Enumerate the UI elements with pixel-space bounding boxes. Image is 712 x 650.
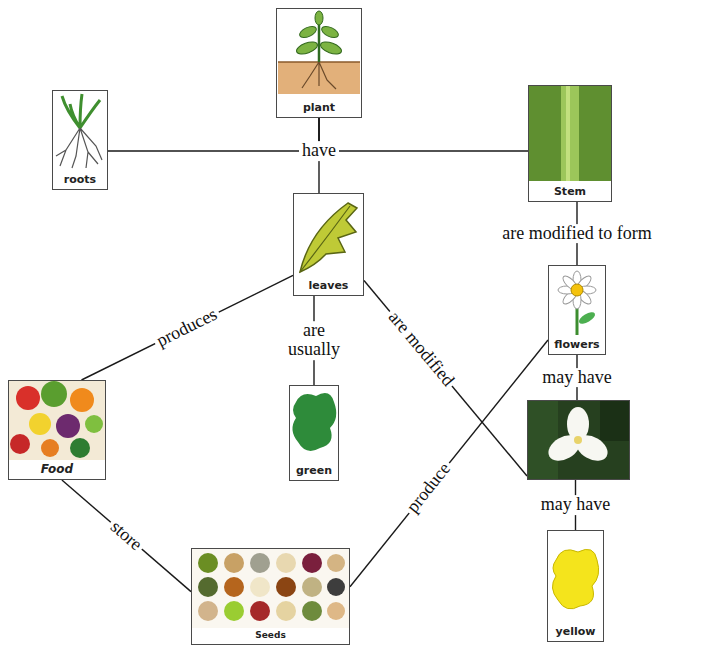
plant-picture-part xyxy=(318,20,321,62)
card-label: yellow xyxy=(556,625,596,638)
food-picture-part xyxy=(29,413,51,435)
card-label: plant xyxy=(303,101,335,114)
food-picture-part xyxy=(16,386,40,410)
food-picture-part xyxy=(70,438,90,458)
roots-picture-part xyxy=(56,128,102,168)
stem-picture-part xyxy=(566,86,570,181)
card-label: Stem xyxy=(554,185,586,198)
stem-picture-part xyxy=(529,86,611,181)
seeds-picture-part xyxy=(250,553,270,573)
food-picture-part xyxy=(85,415,103,433)
seeds-picture-part xyxy=(224,577,244,597)
roots-picture xyxy=(56,94,102,168)
leaf-picture-part xyxy=(300,206,350,272)
concept-card: roots xyxy=(52,90,108,190)
concept-card: Food xyxy=(8,380,106,480)
white-flower-photo-part xyxy=(544,430,584,466)
seeds-picture-part xyxy=(327,578,345,596)
white-flower-photo-part xyxy=(528,401,558,479)
link-line xyxy=(319,118,528,151)
food-picture-part xyxy=(41,381,67,407)
card-label: Seeds xyxy=(255,630,286,641)
green-patch xyxy=(292,393,336,451)
daisy-picture-part xyxy=(577,310,597,326)
plant-picture-part xyxy=(295,40,319,57)
concept-card xyxy=(527,400,630,480)
seeds-picture-part xyxy=(198,577,218,597)
leaf-picture-part xyxy=(300,203,357,272)
link-label: are modified to form xyxy=(499,224,654,244)
seeds-picture-part xyxy=(302,553,322,573)
link-label: have xyxy=(299,141,339,161)
seeds-picture-part xyxy=(224,601,244,621)
link-line xyxy=(364,281,527,476)
link-label: are usually xyxy=(279,321,349,361)
card-label: flowers xyxy=(554,338,599,351)
card-label: roots xyxy=(64,173,96,186)
card-label: green xyxy=(296,464,332,477)
plant-picture-part xyxy=(320,24,340,40)
plant-picture-part xyxy=(319,40,343,57)
plant-picture-part xyxy=(315,11,323,25)
seeds-picture-part xyxy=(250,601,270,621)
white-flower-photo-part xyxy=(574,436,582,444)
seeds-picture-part xyxy=(224,553,244,573)
link-line xyxy=(62,480,191,592)
food-picture-part xyxy=(41,439,59,457)
seeds-picture-part xyxy=(250,577,270,597)
white-flower-photo xyxy=(528,401,629,479)
seeds-picture-part xyxy=(327,554,345,572)
link-label: may have xyxy=(539,368,614,388)
white-flower-photo-part xyxy=(600,401,629,441)
food-picture-part xyxy=(9,381,105,460)
link-label: store xyxy=(104,515,148,557)
seeds-picture-part xyxy=(302,601,322,621)
plant-picture-part xyxy=(302,62,336,89)
plant-picture-part xyxy=(278,62,360,94)
daisy-picture xyxy=(558,271,597,335)
seeds-picture xyxy=(192,549,349,628)
seeds-picture-part xyxy=(302,577,322,597)
seeds-picture-part xyxy=(327,602,345,620)
concept-card: green xyxy=(289,385,339,481)
yellow-patch xyxy=(552,549,598,609)
food-picture xyxy=(9,381,105,460)
white-flower-photo-part xyxy=(528,401,629,479)
concept-card: Seeds xyxy=(191,548,350,645)
link-label: may have xyxy=(538,495,613,515)
link-line xyxy=(82,275,294,380)
daisy-picture-part xyxy=(571,284,583,296)
stem-picture xyxy=(529,86,611,181)
plant-picture xyxy=(278,11,360,94)
seeds-picture-part xyxy=(198,553,218,573)
stem-picture-part xyxy=(561,86,579,181)
seeds-picture-part xyxy=(198,601,218,621)
plant-picture-part xyxy=(298,24,318,40)
food-picture-part xyxy=(10,434,30,454)
link-line xyxy=(108,118,319,151)
link-label: produces xyxy=(151,303,223,352)
concept-card: yellow xyxy=(547,530,604,642)
food-picture-part xyxy=(56,414,80,438)
link-label: are modified xyxy=(382,305,460,393)
concept-card: flowers xyxy=(548,265,606,355)
roots-picture-part xyxy=(62,94,100,128)
concept-card: plant xyxy=(276,8,362,118)
card-label: Food xyxy=(41,462,73,476)
concept-card: Stem xyxy=(528,85,612,202)
card-label: leaves xyxy=(309,279,349,292)
link-label: produce xyxy=(401,457,456,519)
concept-card: leaves xyxy=(293,193,364,296)
seeds-picture-part xyxy=(192,549,349,628)
food-picture-part xyxy=(70,388,94,412)
leaf-picture xyxy=(300,203,357,272)
yellow-patch-part xyxy=(552,549,598,609)
seeds-picture-part xyxy=(276,601,296,621)
seeds-picture-part xyxy=(276,553,296,573)
green-patch-part xyxy=(292,393,336,451)
seeds-picture-part xyxy=(276,577,296,597)
